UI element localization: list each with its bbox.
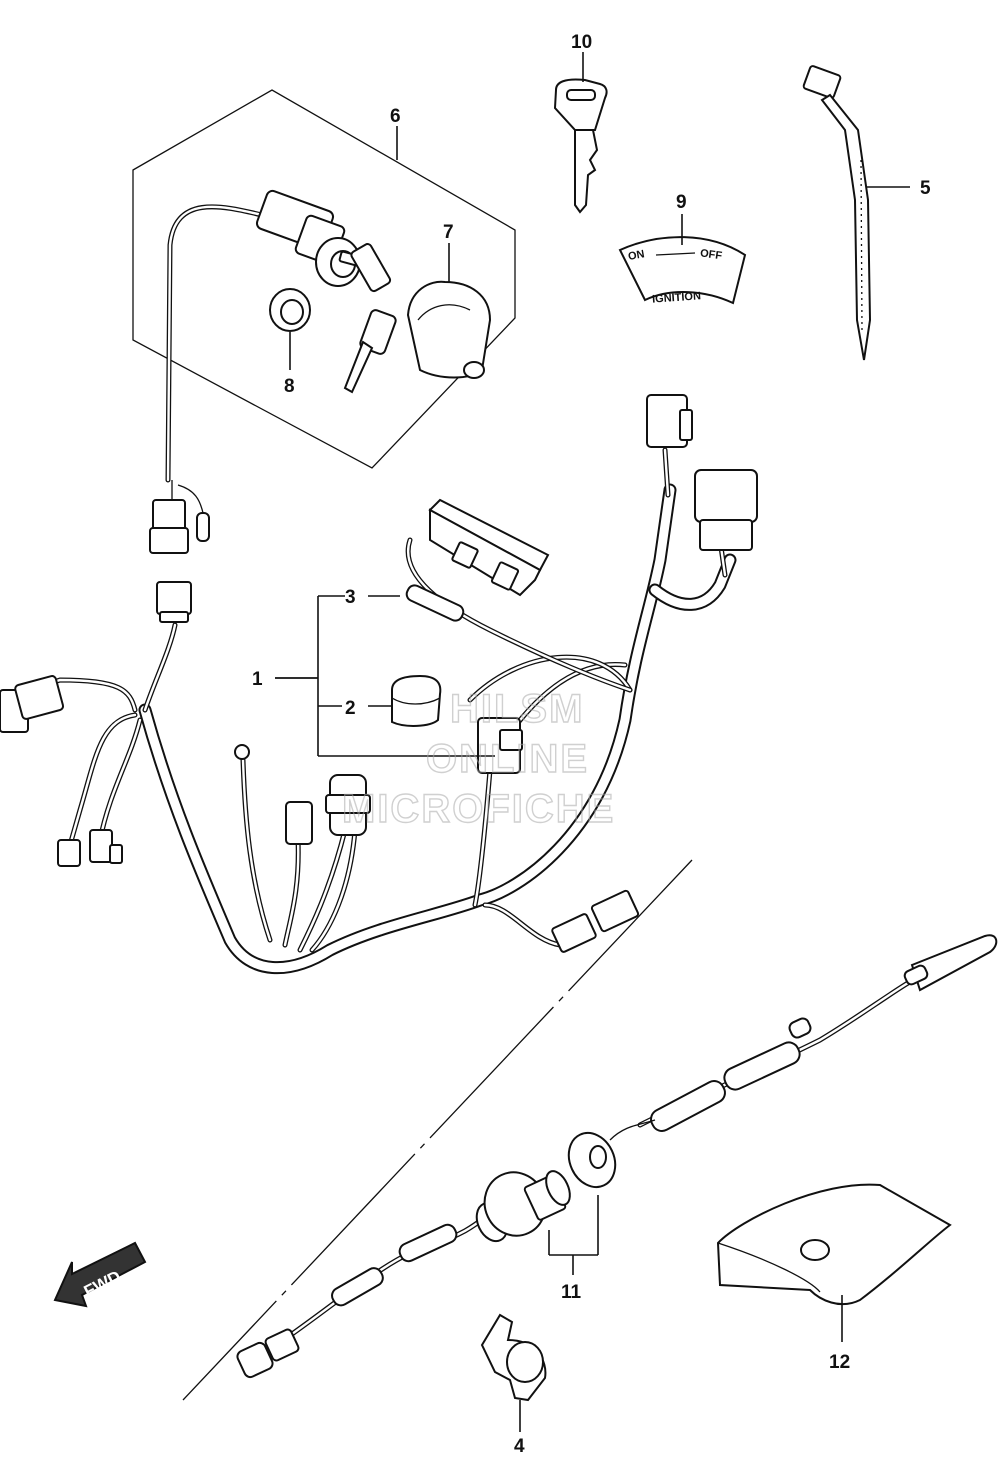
watermark-line-1: HILSM xyxy=(450,687,584,731)
spare-key xyxy=(553,78,608,214)
lock-nut xyxy=(269,288,311,332)
watermark-line-3: MICROFICHE xyxy=(342,787,615,831)
leader-1-bracket xyxy=(275,595,495,757)
cable-tie xyxy=(802,65,872,361)
leader-11-bracket xyxy=(548,1195,599,1275)
sensor-grommet xyxy=(567,1119,656,1189)
switch-cap xyxy=(406,280,492,379)
callout-6: 6 xyxy=(390,106,401,127)
connector-right-upper-a xyxy=(646,394,693,498)
watermark-line-2: ONLINE xyxy=(426,737,589,781)
key-on-switch xyxy=(343,243,397,394)
ignition-decal: ON OFF IGNITION xyxy=(618,236,747,306)
callout-5: 5 xyxy=(920,178,931,199)
connector-lower-left-a xyxy=(57,839,81,867)
ignition-switch xyxy=(255,189,377,287)
section-divider xyxy=(182,859,693,1401)
fuse-holder xyxy=(405,498,633,693)
callout-12: 12 xyxy=(829,1352,850,1373)
ring-terminal-lead xyxy=(234,744,273,943)
cable-clip xyxy=(480,1313,547,1402)
connector-lower-right xyxy=(482,889,640,953)
connector-switch-lead-a xyxy=(149,480,210,554)
sensor-plug xyxy=(236,1328,300,1379)
connector-switch-lead-b xyxy=(156,581,192,623)
connector-right-upper-b xyxy=(694,469,758,578)
sensor-probe xyxy=(903,934,998,992)
callout-1: 1 xyxy=(252,669,263,690)
decal-on-text: ON xyxy=(627,248,645,263)
adhesive-pad xyxy=(716,1183,952,1306)
forward-direction-arrow: FWD xyxy=(53,1241,147,1308)
callout-11: 11 xyxy=(561,1282,582,1303)
callout-8: 8 xyxy=(284,376,295,397)
callout-10: 10 xyxy=(571,32,592,53)
connector-center xyxy=(477,717,523,774)
connector-middle-a xyxy=(282,801,313,948)
harness-branch-upper-left xyxy=(27,622,178,848)
connector-left-multipin xyxy=(0,675,65,733)
sensor-switch xyxy=(475,1170,571,1243)
ignition-switch-lead xyxy=(165,204,265,483)
decal-ignition-text: IGNITION xyxy=(652,290,702,305)
connector-lower-left-b xyxy=(89,829,123,864)
decal-off-text: OFF xyxy=(699,247,723,262)
ignition-switch-group-outline xyxy=(132,89,516,469)
connector-middle-b xyxy=(297,774,371,953)
watermark: HILSM ONLINE MICROFICHE xyxy=(341,686,615,831)
callout-2: 2 xyxy=(345,698,356,719)
callout-3: 3 xyxy=(345,587,356,608)
fuse-holder-wires xyxy=(467,654,633,908)
callout-4: 4 xyxy=(514,1436,525,1457)
fuse-cap xyxy=(391,674,442,727)
main-wiring-harness xyxy=(138,483,737,975)
sensor-cable-sleeves xyxy=(331,1017,812,1307)
callout-9: 9 xyxy=(676,192,687,213)
callout-7: 7 xyxy=(443,222,454,243)
fuse xyxy=(405,584,465,622)
